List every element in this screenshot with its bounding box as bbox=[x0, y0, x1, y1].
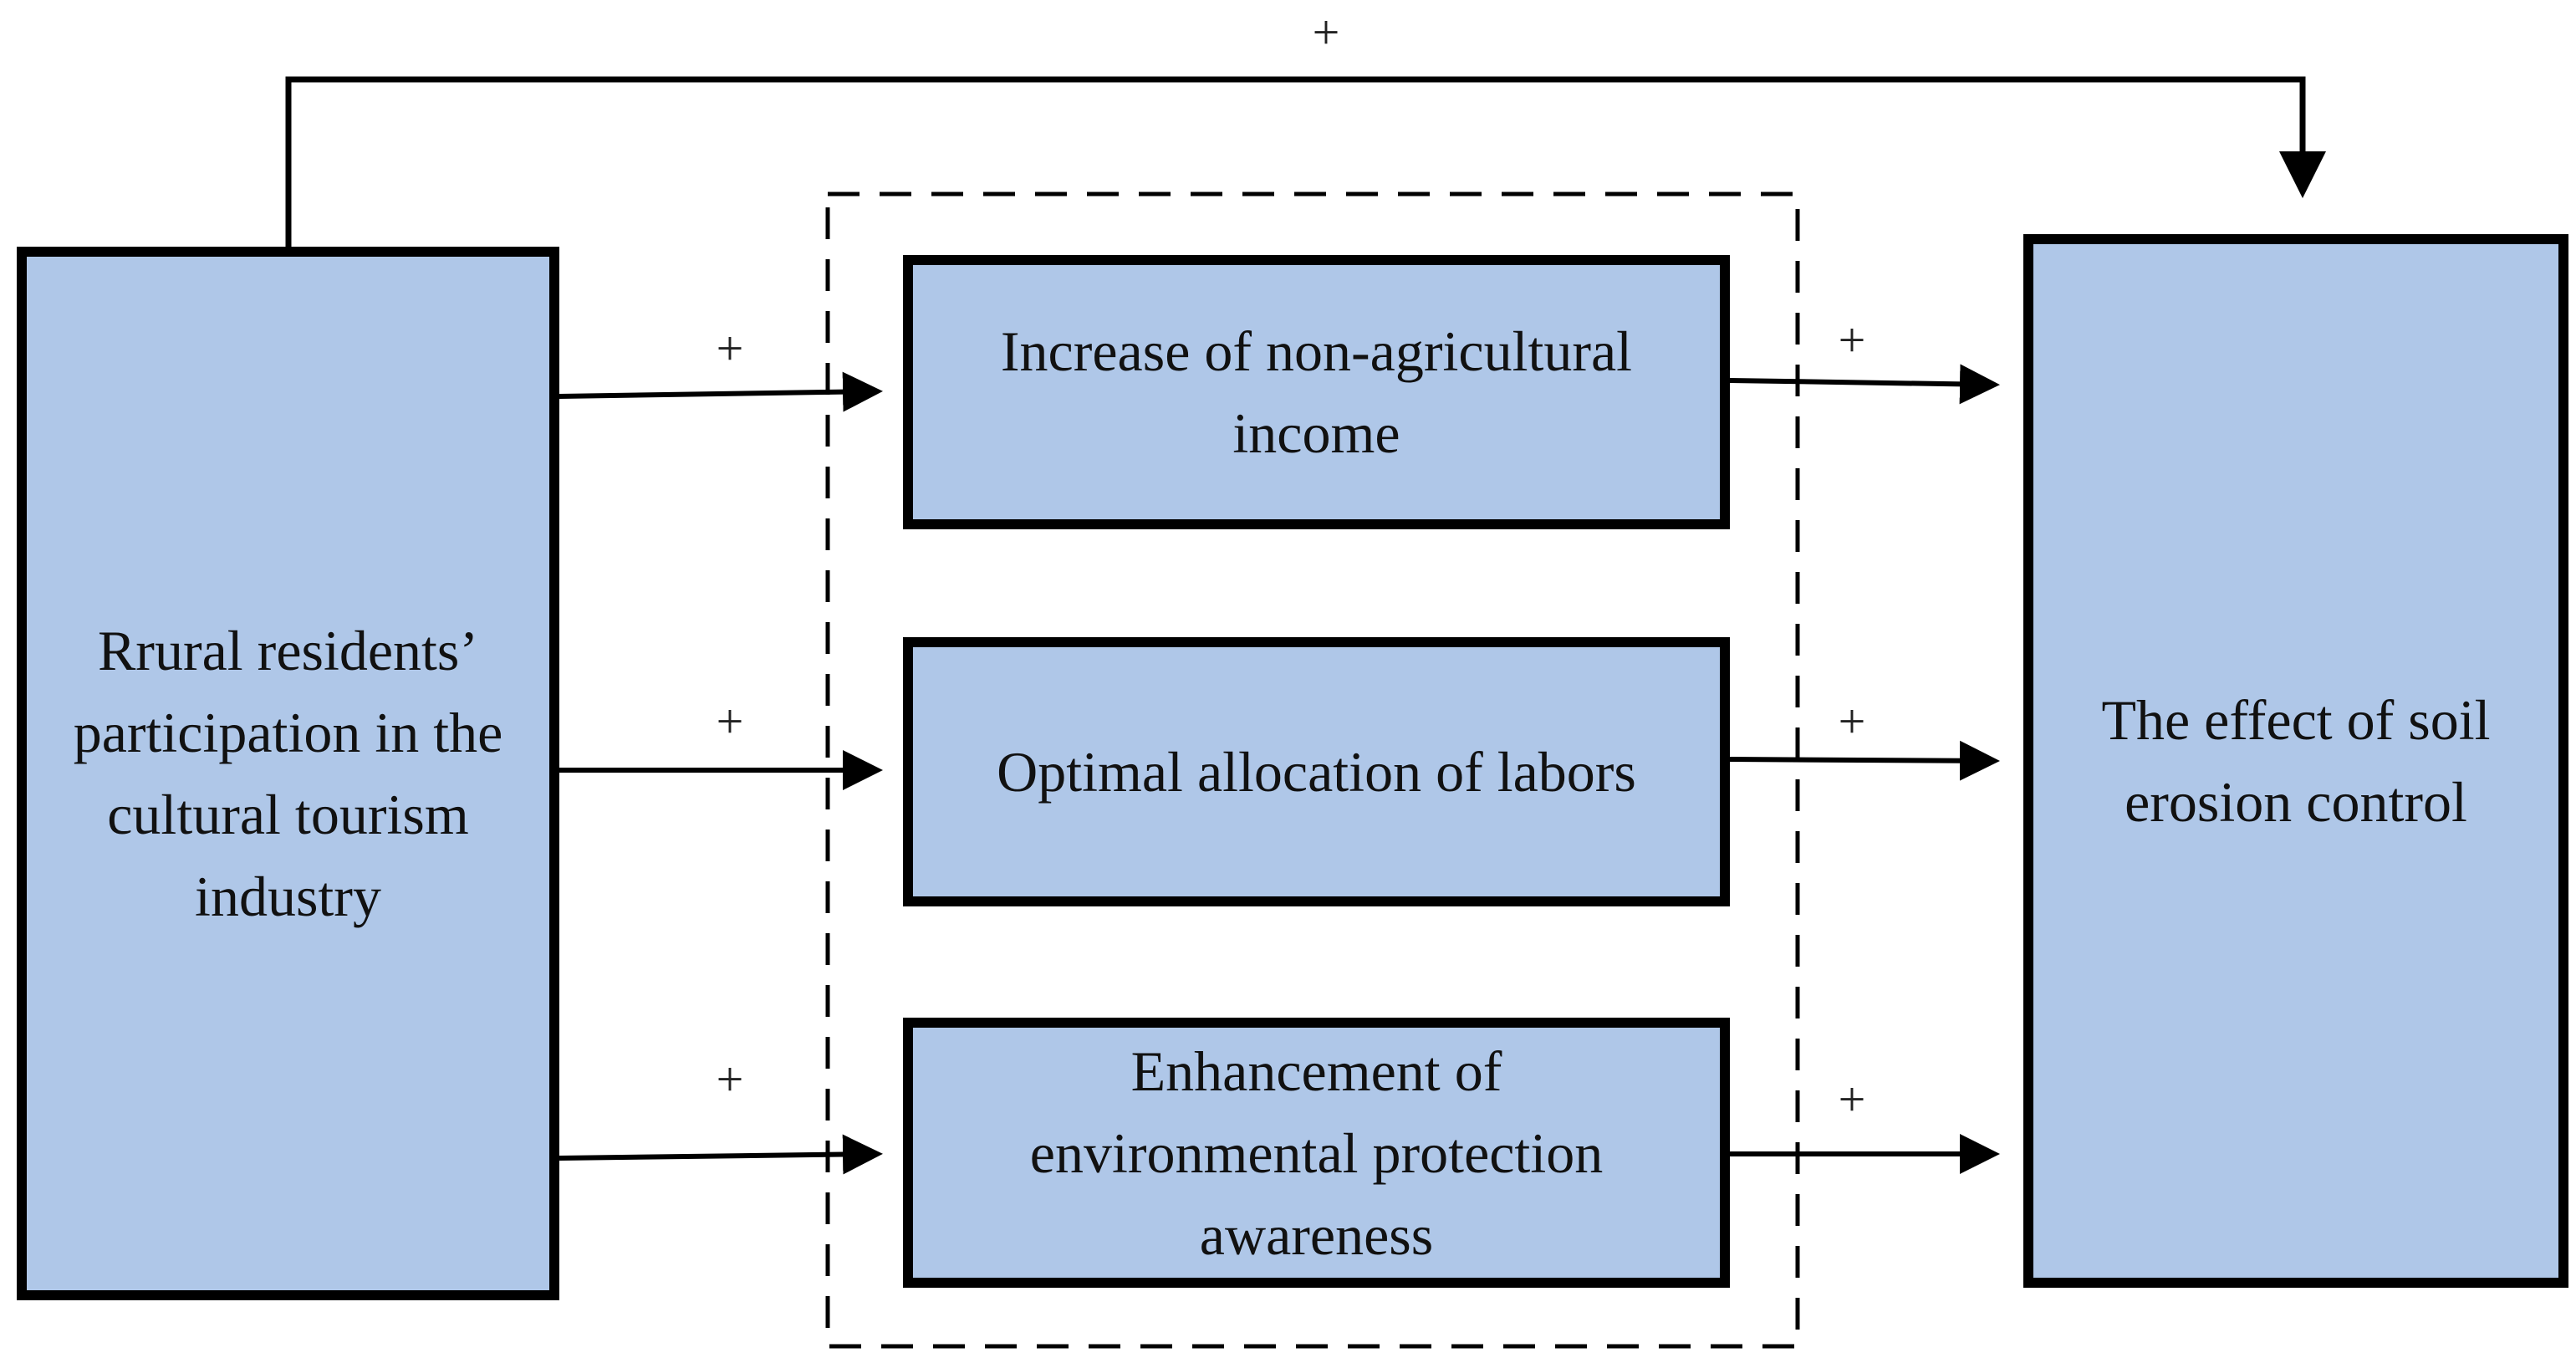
arrow-source-to-awareness bbox=[559, 1134, 883, 1175]
arrow-source-to-income bbox=[559, 371, 883, 412]
node-mediator-awareness-label: Enhancement of environmental protection … bbox=[1029, 1039, 1604, 1267]
sign-source-to-income: + bbox=[716, 321, 744, 375]
node-source: Rrural residents’ participation in the c… bbox=[17, 247, 559, 1300]
arrow-labor-to-outcome bbox=[1729, 740, 2000, 781]
sign-source-to-labor: + bbox=[716, 694, 744, 748]
node-outcome: The effect of soil erosion control bbox=[2023, 234, 2568, 1288]
node-mediator-labor-label: Optimal allocation of labors bbox=[997, 740, 1636, 804]
node-outcome-label: The effect of soil erosion control bbox=[2101, 688, 2491, 834]
sign-direct: + bbox=[1312, 5, 1340, 59]
sign-income-to-outcome: + bbox=[1838, 313, 1866, 367]
arrow-income-to-outcome bbox=[1729, 364, 2000, 405]
sign-source-to-awareness: + bbox=[716, 1052, 744, 1106]
node-mediator-income: Increase of non-agricultural income bbox=[903, 255, 1730, 529]
sign-awareness-to-outcome: + bbox=[1838, 1072, 1866, 1126]
node-mediator-awareness: Enhancement of environmental protection … bbox=[903, 1018, 1730, 1288]
node-mediator-income-label: Increase of non-agricultural income bbox=[1000, 319, 1633, 465]
sign-labor-to-outcome: + bbox=[1838, 694, 1866, 748]
direct-effect-arrow bbox=[285, 76, 2326, 247]
node-mediator-labor: Optimal allocation of labors bbox=[903, 637, 1730, 906]
node-source-label: Rrural residents’ participation in the c… bbox=[73, 619, 503, 928]
mediator-group-border bbox=[825, 191, 1800, 1349]
